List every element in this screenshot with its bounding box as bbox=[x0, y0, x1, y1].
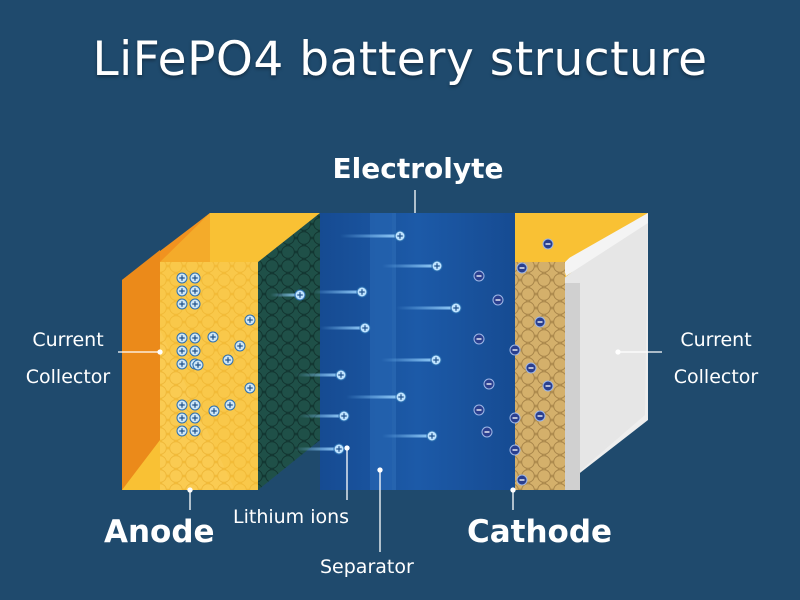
minus-circle-icon bbox=[492, 294, 504, 306]
plus-circle-icon bbox=[394, 230, 406, 242]
anode-ions-layer bbox=[176, 272, 256, 437]
anode-inner-face bbox=[258, 213, 320, 490]
cathode-collector-face bbox=[558, 213, 648, 490]
minus-circle-icon bbox=[516, 262, 528, 274]
plus-circle-icon bbox=[244, 382, 256, 394]
plus-circle-icon bbox=[207, 331, 219, 343]
plus-circle-icon bbox=[176, 298, 188, 310]
plus-circle-icon bbox=[176, 332, 188, 344]
plus-circle-icon bbox=[338, 410, 350, 422]
plus-circle-icon bbox=[189, 272, 201, 284]
minus-circle-icon bbox=[534, 410, 546, 422]
ion-trail bbox=[312, 290, 362, 294]
plus-circle-icon bbox=[359, 322, 371, 334]
plus-circle-icon bbox=[450, 302, 462, 314]
plus-circle-icon bbox=[189, 285, 201, 297]
minus-circle-icon bbox=[473, 333, 485, 345]
lithium-ions-layer bbox=[270, 230, 462, 455]
ion-trail bbox=[299, 414, 344, 418]
page-title: LiFePO4 battery structure bbox=[92, 32, 708, 87]
plus-circle-icon bbox=[222, 354, 234, 366]
ion-trail bbox=[294, 447, 339, 451]
ion-trail bbox=[296, 373, 341, 377]
current-collector-right-line2: Collector bbox=[673, 366, 759, 388]
plus-circle-icon bbox=[176, 425, 188, 437]
plus-circle-icon bbox=[189, 298, 201, 310]
current-collector-left-line1: Current bbox=[32, 329, 104, 351]
plus-circle-icon bbox=[176, 272, 188, 284]
minus-circle-icon bbox=[481, 426, 493, 438]
plus-circle-icon bbox=[426, 430, 438, 442]
minus-circle-icon bbox=[542, 238, 554, 250]
plus-circle-icon bbox=[234, 340, 246, 352]
current-collector-right-line1: Current bbox=[680, 329, 752, 351]
plus-circle-icon bbox=[176, 358, 188, 370]
separator bbox=[370, 213, 392, 490]
plus-circle-icon bbox=[176, 412, 188, 424]
plus-circle-icon bbox=[189, 332, 201, 344]
minus-circle-icon bbox=[483, 378, 495, 390]
anode-orange-shade bbox=[122, 250, 160, 490]
current-collector-right-label: Current Collector bbox=[666, 322, 766, 396]
plus-circle-icon bbox=[208, 405, 220, 417]
cathode-ions-layer bbox=[473, 238, 554, 486]
plus-circle-icon bbox=[224, 399, 236, 411]
plus-circle-icon bbox=[335, 369, 347, 381]
minus-circle-icon bbox=[509, 444, 521, 456]
ion-trail bbox=[340, 234, 400, 238]
ion-trail bbox=[382, 264, 437, 268]
ion-trail bbox=[381, 358, 436, 362]
plus-circle-icon bbox=[431, 260, 443, 272]
anode-label: Anode bbox=[104, 514, 215, 550]
plus-circle-icon bbox=[192, 359, 204, 371]
electrolyte-body bbox=[320, 213, 515, 490]
plus-circle-icon bbox=[333, 443, 345, 455]
separator-label: Separator bbox=[320, 556, 414, 578]
current-collector-left-label: Current Collector bbox=[18, 322, 118, 396]
ion-trail bbox=[270, 293, 300, 297]
cathode-label: Cathode bbox=[467, 514, 613, 550]
minus-circle-icon bbox=[509, 412, 521, 424]
plus-circle-icon bbox=[176, 285, 188, 297]
minus-circle-icon bbox=[525, 362, 537, 374]
plus-circle-icon bbox=[189, 412, 201, 424]
minus-circle-icon bbox=[516, 474, 528, 486]
minus-circle-icon bbox=[509, 344, 521, 356]
ion-trail bbox=[382, 434, 432, 438]
electrolyte-label: Electrolyte bbox=[332, 152, 504, 185]
plus-circle-icon bbox=[176, 345, 188, 357]
minus-circle-icon bbox=[473, 404, 485, 416]
current-collector-left-line2: Collector bbox=[25, 366, 111, 388]
ion-trail bbox=[320, 326, 365, 330]
minus-circle-icon bbox=[542, 380, 554, 392]
plus-circle-icon bbox=[244, 314, 256, 326]
plus-circle-icon bbox=[294, 289, 306, 301]
ion-trail bbox=[396, 306, 456, 310]
plus-circle-icon bbox=[176, 399, 188, 411]
minus-circle-icon bbox=[534, 316, 546, 328]
plus-circle-icon bbox=[189, 399, 201, 411]
plus-circle-icon bbox=[189, 345, 201, 357]
lithium-ions-label: Lithium ions bbox=[233, 506, 350, 528]
plus-circle-icon bbox=[430, 354, 442, 366]
plus-circle-icon bbox=[356, 286, 368, 298]
ion-trail bbox=[346, 395, 401, 399]
pointer-lines bbox=[118, 190, 662, 552]
plus-circle-icon bbox=[395, 391, 407, 403]
plus-circle-icon bbox=[189, 425, 201, 437]
minus-circle-icon bbox=[473, 270, 485, 282]
